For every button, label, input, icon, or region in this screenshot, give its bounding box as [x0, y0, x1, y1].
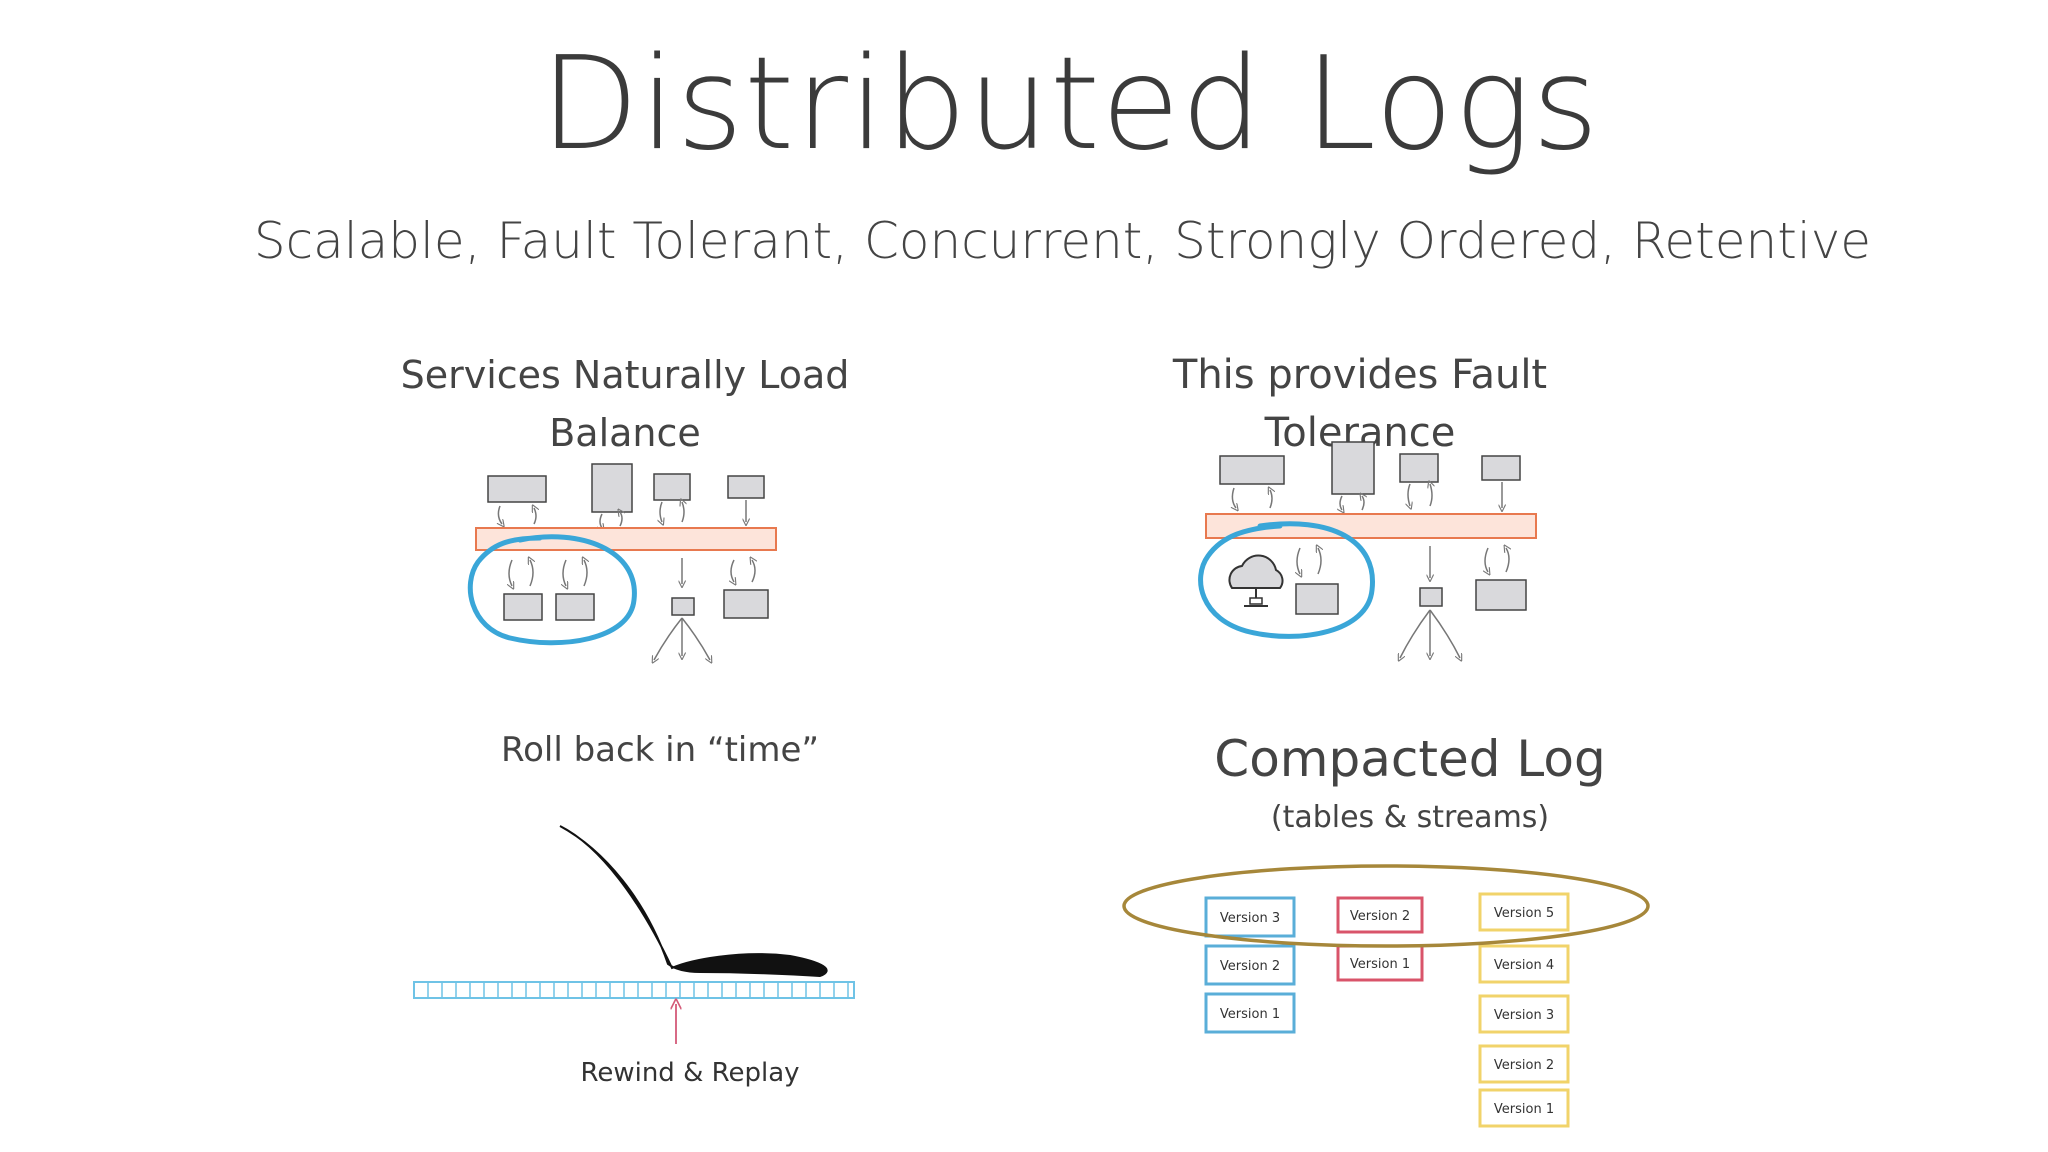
yellow-key-versions: Version 5 Version 4 Version 3 Version 2 Vers…: [1478, 892, 1570, 1128]
consumer-box: [1475, 579, 1527, 611]
consumer-box: [671, 597, 695, 616]
consumer-box: [1419, 587, 1443, 607]
version-label: Version 3: [1220, 911, 1280, 926]
consumer-arrows: [509, 558, 755, 660]
highlight-circle: [1198, 521, 1375, 639]
version-label: Version 1: [1350, 957, 1410, 972]
fault-tolerance-diagram: [1198, 441, 1537, 658]
highlight-circle: [467, 534, 637, 646]
version-label: Version 1: [1494, 1102, 1554, 1117]
producer-arrows: [498, 500, 746, 528]
version-box: [1478, 944, 1570, 984]
page-title: Distributed Logs: [540, 30, 1600, 179]
version-box: [1336, 944, 1424, 982]
compacted-subheading: (tables & streams): [1270, 800, 1550, 835]
compacted-heading: Compacted Log: [1214, 730, 1606, 788]
log-bar: [475, 527, 777, 551]
version-label: Version 4: [1494, 958, 1554, 973]
version-box: [1336, 896, 1424, 934]
cloud-server-icon: [1228, 554, 1284, 607]
version-box: [1204, 896, 1296, 938]
producer-box: [653, 473, 691, 501]
producer-box: [1399, 453, 1439, 483]
fault-tolerance-heading: This provides Fault Tolerance: [1172, 352, 1548, 456]
version-label: Version 2: [1494, 1058, 1554, 1073]
rewind-replay-caption: Rewind & Replay: [580, 1058, 800, 1088]
latest-versions-ellipse: [1122, 864, 1650, 948]
log-timeline: [413, 981, 855, 999]
producer-box: [727, 475, 765, 499]
consumer-box: [723, 589, 769, 619]
consumer-box: [555, 593, 595, 621]
rollback-diagram: [413, 825, 855, 1044]
version-box: [1204, 944, 1296, 986]
version-label: Version 2: [1350, 909, 1410, 924]
timeline-cells: [427, 982, 849, 998]
version-box: [1478, 1088, 1570, 1128]
rollback-heading: Roll back in “time”: [500, 730, 820, 770]
load-balance-heading: Services Naturally Load Balance: [400, 353, 850, 455]
log-bar: [1205, 513, 1537, 539]
version-label: Version 2: [1220, 959, 1280, 974]
version-label: Version 5: [1494, 906, 1554, 921]
red-key-versions: Version 2 Version 1: [1336, 896, 1424, 982]
version-label: Version 3: [1494, 1008, 1554, 1023]
producer-box: [1481, 455, 1521, 481]
producer-box: [1331, 441, 1375, 495]
rewind-swoosh: [559, 825, 828, 978]
version-box: [1204, 992, 1296, 1034]
blue-key-versions: Version 3 Version 2 Version 1: [1204, 896, 1296, 1034]
load-balance-diagram: [467, 463, 777, 660]
producer-box: [1219, 455, 1285, 485]
version-box: [1478, 892, 1570, 932]
producer-box: [487, 475, 547, 503]
producer-arrows: [1232, 482, 1502, 510]
consumer-arrows: [1297, 546, 1509, 658]
version-label: Version 1: [1220, 1007, 1280, 1022]
consumer-box: [1295, 583, 1339, 615]
consumer-box: [503, 593, 543, 621]
page-subtitle: Scalable, Fault Tolerant, Concurrent, St…: [253, 212, 1872, 270]
version-box: [1478, 1044, 1570, 1084]
version-box: [1478, 994, 1570, 1034]
producer-box: [591, 463, 633, 513]
